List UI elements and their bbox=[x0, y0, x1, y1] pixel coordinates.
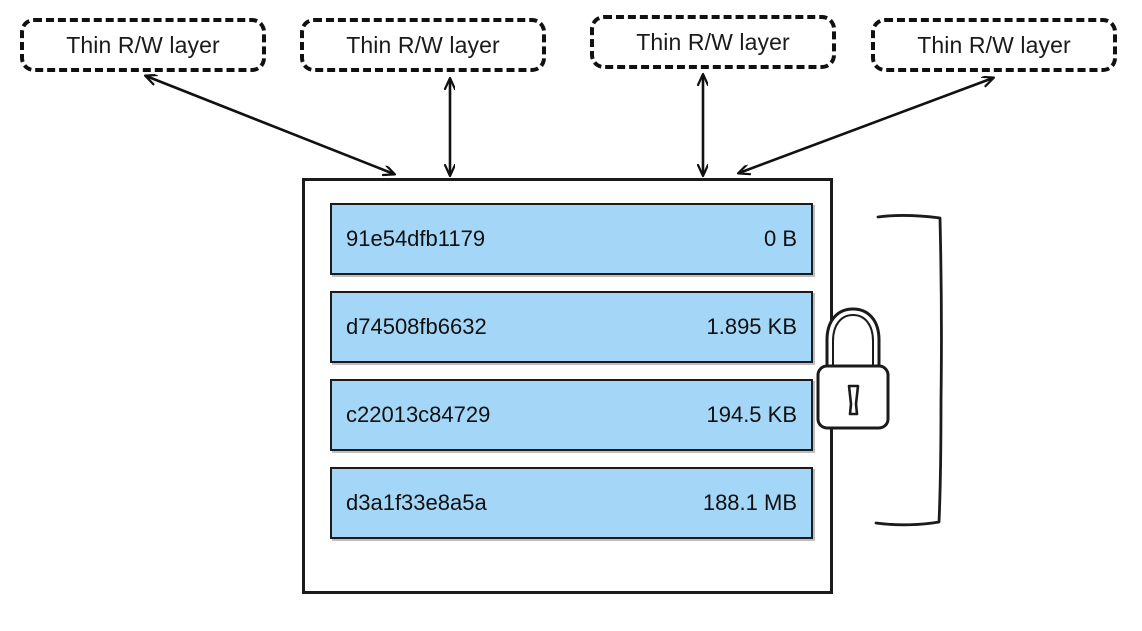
right-brace-icon bbox=[874, 214, 943, 527]
docker-image-container: 91e54dfb1179 0 B d74508fb6632 1.895 KB c… bbox=[302, 178, 833, 594]
image-layer-row[interactable]: 91e54dfb1179 0 B bbox=[330, 203, 813, 275]
layer-size: 1.895 KB bbox=[706, 314, 797, 339]
layer-size: 194.5 KB bbox=[706, 402, 797, 427]
thin-rw-layer-box-2[interactable]: Thin R/W layer bbox=[300, 18, 546, 72]
layer-id: 91e54dfb1179 bbox=[346, 226, 486, 251]
thin-rw-layer-box-4[interactable]: Thin R/W layer bbox=[871, 18, 1117, 72]
layer-id: d3a1f33e8a5a bbox=[346, 490, 487, 515]
double-headed-arrow-icon-1 bbox=[146, 76, 394, 174]
layer-id: c22013c84729 bbox=[346, 402, 491, 427]
layer-size: 0 B bbox=[763, 226, 797, 251]
double-headed-arrow-icon-4 bbox=[739, 78, 993, 173]
thin-rw-layer-label: Thin R/W layer bbox=[636, 28, 790, 55]
thin-rw-layer-label: Thin R/W layer bbox=[917, 31, 1071, 58]
thin-rw-layer-label: Thin R/W layer bbox=[66, 31, 220, 58]
image-layer-row[interactable]: d3a1f33e8a5a 188.1 MB bbox=[330, 467, 813, 539]
image-layer-row[interactable]: c22013c84729 194.5 KB bbox=[330, 379, 813, 451]
thin-rw-layer-box-3[interactable]: Thin R/W layer bbox=[590, 15, 836, 69]
image-layer-row[interactable]: d74508fb6632 1.895 KB bbox=[330, 291, 813, 363]
thin-rw-layer-box-1[interactable]: Thin R/W layer bbox=[20, 18, 266, 72]
thin-rw-layer-label: Thin R/W layer bbox=[346, 31, 500, 58]
layer-id: d74508fb6632 bbox=[346, 314, 487, 339]
layer-size: 188.1 MB bbox=[702, 490, 797, 515]
